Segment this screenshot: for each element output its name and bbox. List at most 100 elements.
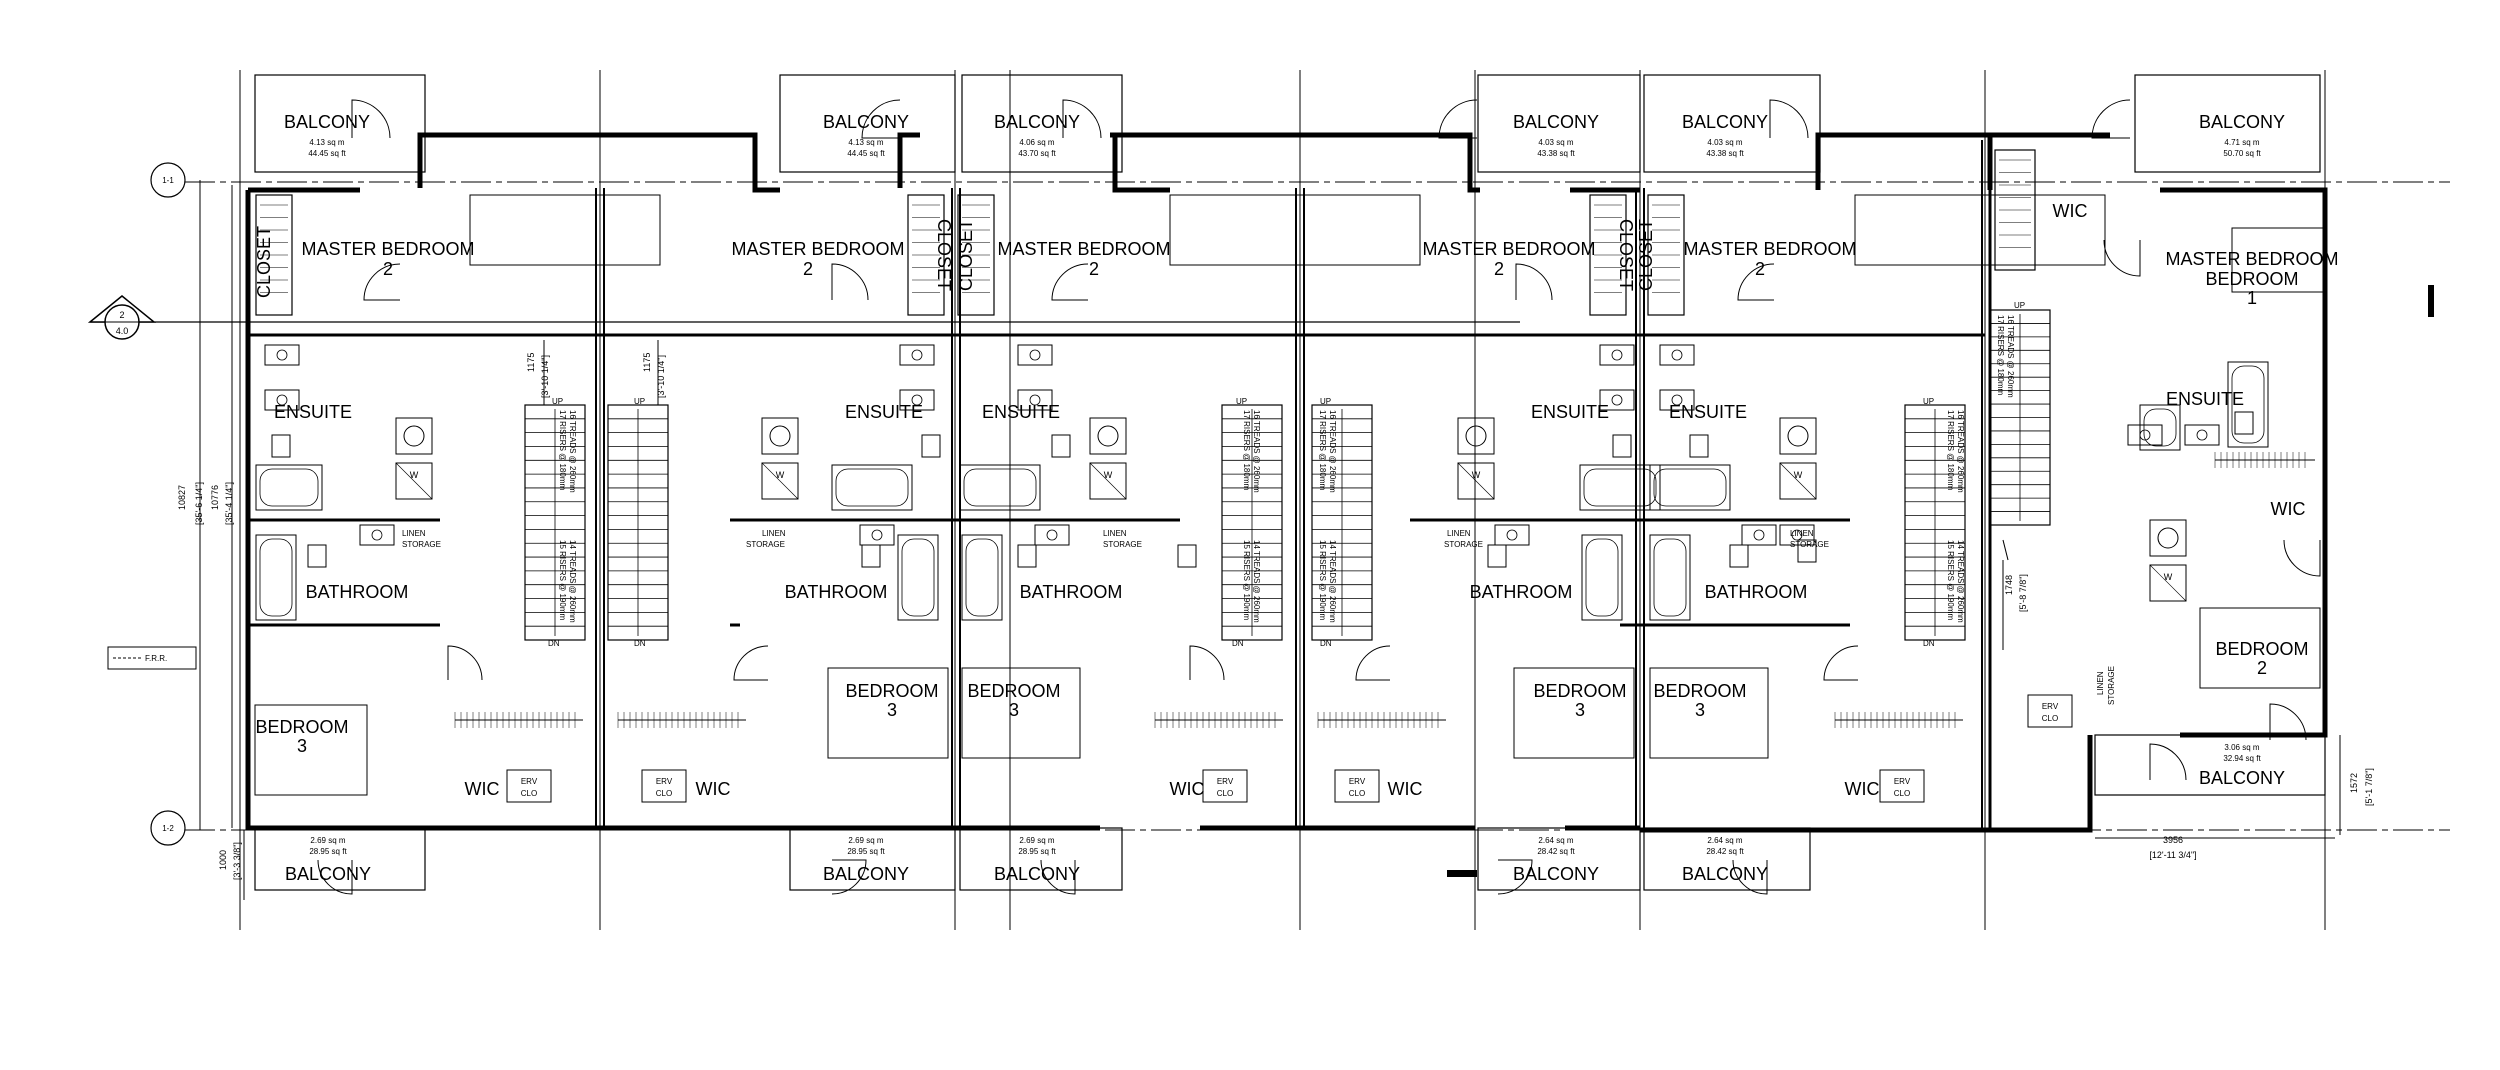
vanity xyxy=(264,344,300,366)
stair-note: 16 TREADS @ 260mm xyxy=(1252,410,1261,493)
dimension: 3956 xyxy=(2163,835,2183,845)
room-label-master-bedroom: MASTER BEDROOM xyxy=(997,239,1170,259)
room-label-bathroom: BATHROOM xyxy=(1470,582,1573,602)
room-label-wic: WIC xyxy=(2271,499,2306,519)
stair-note: 14 TREADS @ 260mm xyxy=(1956,540,1965,623)
dryer-diag xyxy=(1089,462,1127,500)
bathtub xyxy=(2227,361,2269,448)
grid-bubble-1-2[interactable]: 1-2 xyxy=(150,810,186,846)
door-swing xyxy=(2283,539,2321,577)
storage-label: STORAGE xyxy=(1790,540,1829,549)
room-label-ensuite: ENSUITE xyxy=(274,402,352,422)
area-sqm: 2.64 sq m xyxy=(1538,836,1573,845)
area-sqm: 4.13 sq m xyxy=(309,138,344,147)
toilet xyxy=(1051,434,1071,458)
room-label-bathroom: BATHROOM xyxy=(1705,582,1808,602)
dimension: [35'-4 1/4"] xyxy=(224,482,234,525)
vanity xyxy=(1599,389,1635,411)
vanity xyxy=(2127,424,2163,446)
sink xyxy=(371,529,383,541)
bathtub-basin xyxy=(2231,365,2265,444)
stair-note: 17 RISERS @ 180mm xyxy=(1996,315,2005,395)
stair-up-label: UP xyxy=(2014,301,2025,310)
section-marker[interactable]: 2 4.0 xyxy=(87,295,1520,340)
dryer-diag xyxy=(1779,462,1817,500)
vanity xyxy=(1017,389,1053,411)
section-end-marker xyxy=(1447,870,1477,877)
door-swing xyxy=(447,645,483,681)
wall xyxy=(1110,132,1170,193)
stair-note: 15 RISERS @ 190mm xyxy=(1318,540,1327,620)
sink xyxy=(1671,394,1683,406)
area-sqm: 2.69 sq m xyxy=(310,836,345,845)
stair-note: 15 RISERS @ 190mm xyxy=(558,540,567,620)
area-sqft: 43.38 sq ft xyxy=(1537,149,1575,158)
area-sqft: 28.95 sq ft xyxy=(847,847,885,856)
room-label-wic: WIC xyxy=(465,779,500,799)
clo-label: CLO xyxy=(656,789,672,798)
grid-bubble-1-1[interactable]: 1-1 xyxy=(150,162,186,198)
door-swing xyxy=(1737,263,1775,301)
storage-label: STORAGE xyxy=(1444,540,1483,549)
linen-label: LINEN xyxy=(2096,671,2105,695)
vanity xyxy=(1017,344,1053,366)
erv-label: ERV xyxy=(1349,777,1366,786)
room-number: 3 xyxy=(1575,700,1585,720)
erv-box xyxy=(1334,769,1380,803)
sink xyxy=(1029,349,1041,361)
room-label-balcony: BALCONY xyxy=(994,864,1080,884)
vanity xyxy=(1034,524,1070,546)
vanity xyxy=(1741,524,1777,546)
area-sqft: 44.45 sq ft xyxy=(847,149,885,158)
vanity xyxy=(2184,424,2220,446)
sink xyxy=(1611,394,1623,406)
bed xyxy=(2231,227,2325,293)
dimension: 1175 xyxy=(526,353,536,372)
area-sqft: 43.38 sq ft xyxy=(1706,149,1744,158)
area-sqm: 4.13 sq m xyxy=(848,138,883,147)
storage-label: STORAGE xyxy=(402,540,441,549)
washer-dryer-box xyxy=(1779,417,1817,455)
wall xyxy=(897,132,920,188)
erv-box xyxy=(506,769,552,803)
door-swing xyxy=(2103,239,2141,277)
door-swing xyxy=(2091,99,2131,139)
toilet xyxy=(1177,544,1197,568)
room-number: 2 xyxy=(803,259,813,279)
bathtub-basin xyxy=(1583,468,1657,507)
dryer-diag xyxy=(2149,564,2187,602)
door-swing xyxy=(1515,263,1553,301)
area-sqm: 4.06 sq m xyxy=(1019,138,1054,147)
room-label-closet: CLOSET xyxy=(956,219,976,291)
sink xyxy=(1611,349,1623,361)
erv-box xyxy=(1202,769,1248,803)
toilet xyxy=(1797,539,1817,563)
room-label-balcony: BALCONY xyxy=(1513,112,1599,132)
bathtub xyxy=(1649,534,1691,621)
stair-note: 17 RISERS @ 180mm xyxy=(1946,410,1955,490)
vanity xyxy=(1659,389,1695,411)
stair-note: 15 RISERS @ 190mm xyxy=(1946,540,1955,620)
sink xyxy=(1671,349,1683,361)
erv-box xyxy=(1879,769,1925,803)
dryer-box xyxy=(395,462,433,500)
bathtub-basin xyxy=(259,538,293,617)
stair-note: 16 TREADS @ 260mm xyxy=(1328,410,1337,493)
room-label-balcony: BALCONY xyxy=(994,112,1080,132)
washer-label: W xyxy=(776,470,785,480)
stair-up-label: UP xyxy=(634,397,645,406)
dryer-diag xyxy=(761,462,799,500)
room-label-ensuite: ENSUITE xyxy=(2166,389,2244,409)
area-sqm: 4.03 sq m xyxy=(1538,138,1573,147)
room-label-bathroom: BATHROOM xyxy=(1020,582,1123,602)
grid-label: 1-2 xyxy=(162,824,174,833)
balcony-outline xyxy=(254,827,426,891)
dimension: [12'-11 3/4"] xyxy=(2149,850,2196,860)
washer-drum xyxy=(1787,425,1809,447)
bathtub xyxy=(961,534,1003,621)
toilet xyxy=(921,434,941,458)
vanity xyxy=(1659,344,1695,366)
door-swing xyxy=(1040,859,1076,895)
wall xyxy=(1815,132,1993,190)
